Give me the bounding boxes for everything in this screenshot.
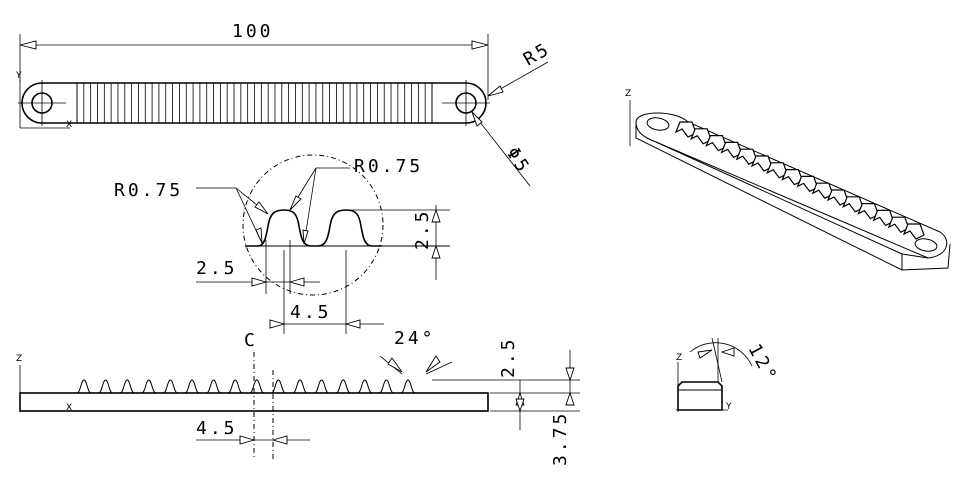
tooth-profile xyxy=(245,209,382,247)
iso-hole-left xyxy=(646,117,670,131)
iso-teeth xyxy=(674,121,925,240)
front-tooth xyxy=(400,379,416,394)
front-tooth xyxy=(76,379,92,394)
side-view: Z Y 12° xyxy=(676,337,782,412)
dim-base-thickness: 3.75 xyxy=(550,411,571,466)
detail-view: R0.75 R0.75 2.5 2.5 4.5 xyxy=(114,154,450,334)
front-tooth xyxy=(357,379,373,394)
front-axis-z: Z xyxy=(16,354,22,364)
dim-end-radius: R5 xyxy=(520,38,554,70)
front-axis-x: X xyxy=(66,403,72,413)
centerline-label: C xyxy=(244,330,258,351)
teeth-lines xyxy=(83,83,426,123)
dim-tip-radius: R0.75 xyxy=(114,180,183,201)
detail-circle xyxy=(242,154,384,296)
front-tooth xyxy=(335,379,351,394)
front-view: Z X C 4.5 24° 2.5 3.75 xyxy=(16,328,580,466)
iso-bar-top xyxy=(635,112,948,259)
front-tooth xyxy=(206,379,221,394)
iso-axis-z: Z xyxy=(625,89,631,99)
top-view-outline xyxy=(21,82,487,124)
dim-root-radius: R0.75 xyxy=(354,156,423,177)
front-tooth xyxy=(163,379,178,394)
front-tooth xyxy=(314,379,329,394)
dim-tilt-angle: 12° xyxy=(744,340,782,387)
side-axis-y: Y xyxy=(725,402,732,412)
iso-hole-right xyxy=(914,238,938,252)
top-axis-x: X xyxy=(66,120,72,130)
dim-angle: 24° xyxy=(394,328,436,349)
iso-tooth xyxy=(902,223,925,240)
isometric-view: Z xyxy=(625,89,951,271)
front-teeth xyxy=(76,379,416,394)
front-tooth xyxy=(141,379,157,394)
front-tooth xyxy=(184,379,200,394)
dim-tooth-width: 2.5 xyxy=(196,258,238,279)
front-tooth xyxy=(249,379,265,394)
front-tooth xyxy=(227,379,243,394)
dim-tooth-height: 2.5 xyxy=(498,336,519,378)
front-tooth xyxy=(119,379,135,394)
front-tooth xyxy=(292,379,308,394)
front-tooth xyxy=(271,379,286,394)
dim-pitch: 4.5 xyxy=(196,418,238,439)
side-axis-z: Z xyxy=(676,353,682,363)
dim-length: 100 xyxy=(232,21,274,42)
front-tooth xyxy=(379,379,394,394)
dim-detail-height: 2.5 xyxy=(412,208,433,250)
side-profile xyxy=(677,381,723,411)
front-tooth xyxy=(98,379,113,394)
dim-hole-diameter: Φ5 xyxy=(502,144,534,179)
dim-pitch-detail: 4.5 xyxy=(290,302,332,323)
top-axis-y: Y xyxy=(15,71,22,81)
